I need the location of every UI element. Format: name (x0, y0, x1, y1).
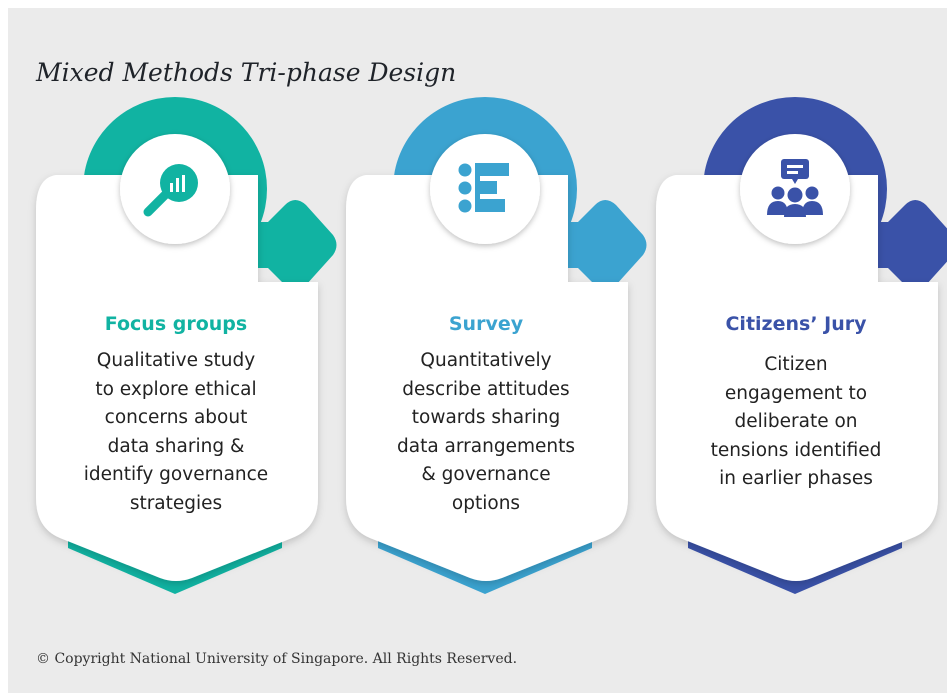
description-line: concerns about (104, 407, 248, 428)
phase-description: Qualitative study to explore ethical conce… (56, 347, 296, 518)
description-line: deliberate on (734, 411, 858, 432)
description-line: Qualitative study (96, 350, 256, 371)
description-line: identify governance (83, 464, 269, 485)
phase-title: Survey (448, 313, 524, 335)
phase-card (36, 175, 318, 581)
phase-2 (346, 97, 647, 594)
description-line: in earlier phases (719, 468, 873, 489)
diagram-title: Mixed Methods Tri-phase Design (36, 58, 457, 87)
description-line: towards sharing (411, 407, 561, 428)
description-line: data arrangements (397, 435, 575, 457)
phase-1 (36, 97, 337, 594)
flow-arrow (860, 200, 947, 290)
description-line: engagement to (724, 382, 868, 404)
phase-3 (656, 97, 947, 594)
description-line: Quantitatively (420, 350, 552, 371)
phase-title: Focus groups (104, 313, 248, 335)
magnifier-chart-icon (120, 134, 230, 244)
description-line: tensions identified (710, 439, 882, 461)
description-line: options (451, 492, 521, 514)
survey-list-icon (430, 134, 540, 244)
description-line: Citizen (764, 354, 828, 375)
description-line: to explore ethical (95, 378, 257, 400)
description-line: strategies (129, 492, 223, 514)
description-line: & governance (421, 464, 551, 485)
description-line: describe attitudes (402, 378, 570, 400)
discussion-group-icon (740, 134, 850, 244)
phase-description: Quantitatively describe attitudes towards … (366, 347, 606, 518)
flow-arrow (550, 200, 647, 290)
copyright-footer: © Copyright National University of Singa… (36, 651, 518, 667)
phase-card (346, 175, 628, 581)
phase-card (656, 175, 938, 581)
phase-description: Citizen engagement to deliberate on tension… (676, 351, 916, 494)
flow-arrow (240, 200, 337, 290)
description-line: data sharing & (107, 435, 245, 457)
phase-title: Citizens’ Jury (725, 313, 867, 335)
